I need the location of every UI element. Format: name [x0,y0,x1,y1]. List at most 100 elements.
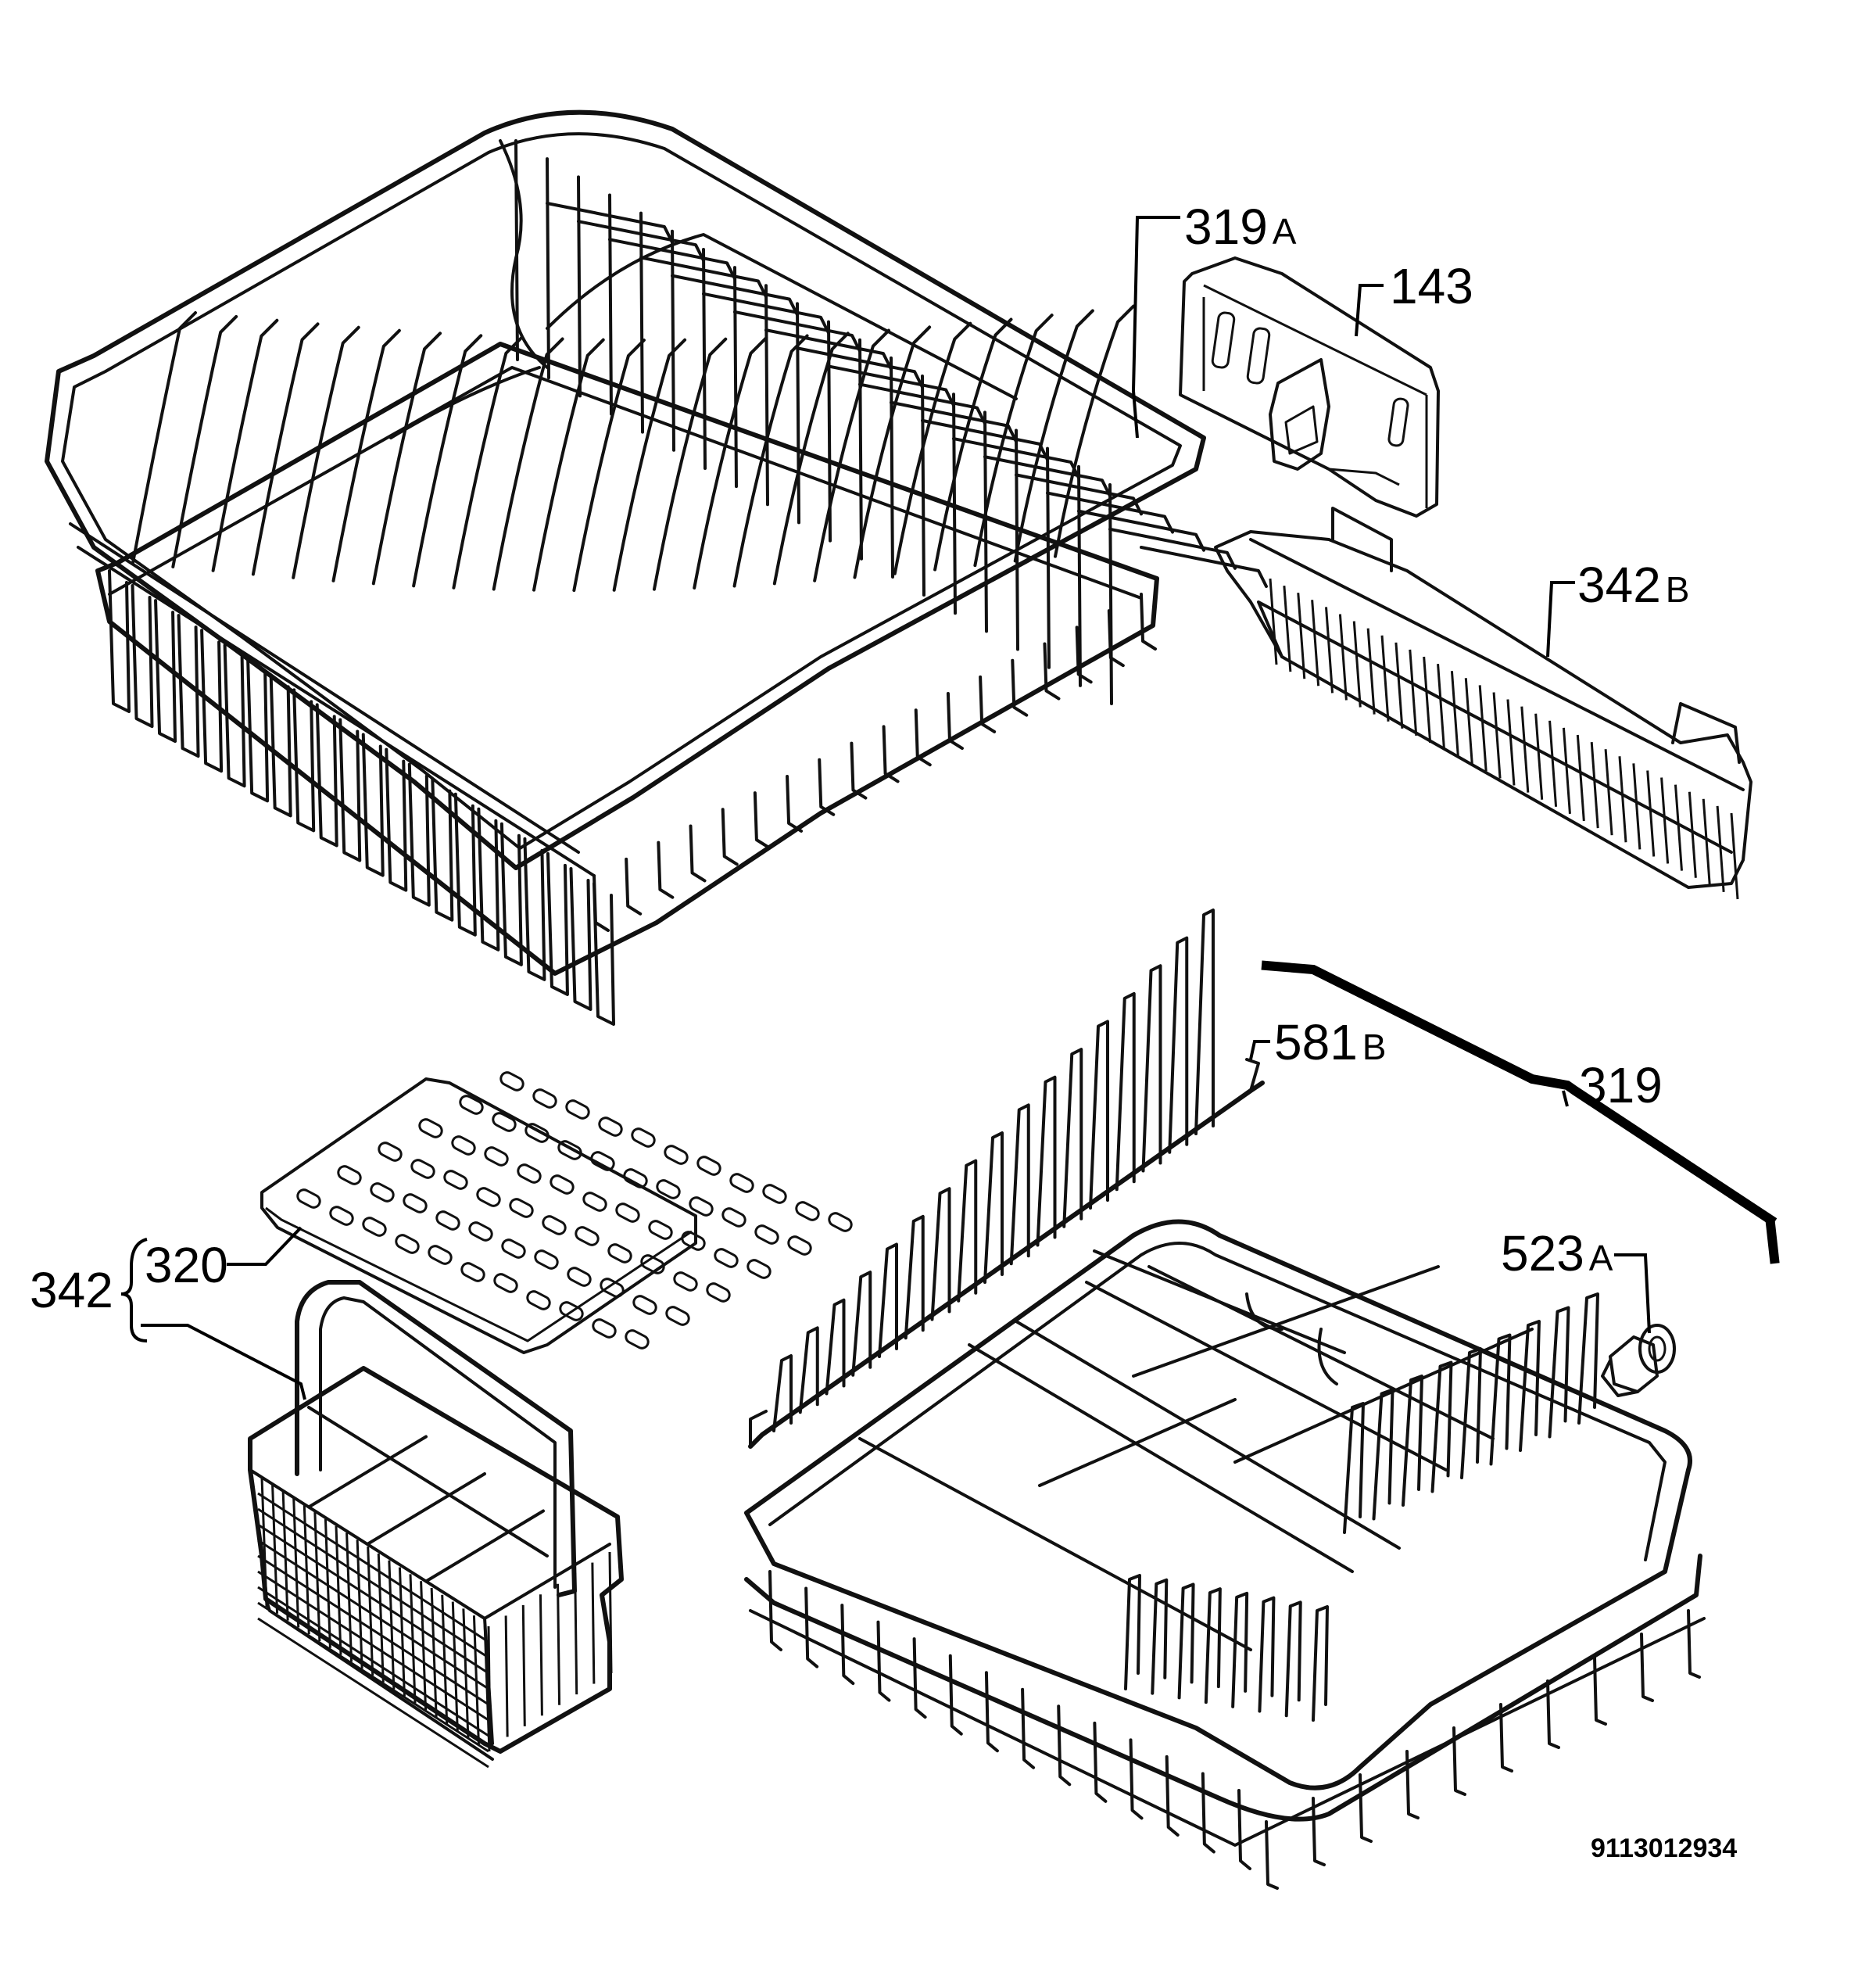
lid-slot [673,1271,698,1292]
plate-tine [251,322,320,576]
rack-tine [904,1214,925,1340]
plate-tine [492,337,564,591]
lid-slot [499,1071,524,1091]
basket-wire [1265,1820,1279,1890]
basket-wire [546,851,569,996]
plate-tine [1343,1402,1365,1534]
basket-wire [131,584,154,729]
lid-slot [532,1088,557,1109]
plate-tine [1519,1320,1541,1452]
basket-wire [593,882,615,1026]
basket-slat [1646,770,1656,857]
basket-wire [361,733,385,877]
basket-wire [983,410,988,633]
basket-slat [1269,578,1278,665]
basket-wire [1452,1726,1466,1796]
basket-wire [431,777,454,922]
basket-wire [984,1671,999,1753]
cup-shelf-tine [983,455,1112,498]
cup-shelf-tine [1140,546,1268,588]
lid-slot [600,1278,625,1298]
basket-wire [876,1620,891,1702]
lid-slot [428,1245,453,1265]
basket-wire [948,1654,963,1736]
basket-slat [1283,585,1292,672]
basket-wire [1015,428,1019,651]
basket-wire [818,758,836,816]
plate-tine [1177,1583,1195,1700]
basket-slat [1576,734,1585,822]
basket-mesh-line [303,1505,310,1635]
plate-tine [532,338,605,592]
lid-slot [787,1235,812,1256]
lid-slot [631,1127,656,1148]
rack-tine [825,1298,846,1396]
cup-shelf-tine [1046,491,1174,534]
lid-slot [714,1248,739,1268]
basket-slat [1618,756,1627,843]
lid-slot [721,1207,746,1228]
cup-shelf-tine [702,292,830,335]
basket-slat [1562,727,1571,815]
plate-tine [1548,1306,1570,1439]
lid-slot [459,1095,484,1115]
lid-slot [696,1156,721,1176]
upper-basket [45,109,1268,1026]
basket-mesh-line [345,1532,353,1662]
basket-wire [546,157,550,380]
lid-slot [648,1220,673,1240]
basket-wire [593,874,610,932]
cup-shelf-tine [733,310,861,353]
basket-slat [1325,607,1334,694]
basket-mesh-line [281,1491,289,1621]
lid-slot [468,1221,493,1242]
lid-slot [526,1290,551,1310]
lid-slot [542,1215,567,1235]
basket-wire [921,375,925,597]
plate-tine [933,317,1013,572]
basket-wire [1687,1609,1701,1679]
basket-slat [1366,628,1376,715]
basket-wire [702,247,707,470]
basket-wire [858,338,863,561]
basket-wire [385,747,408,892]
plate-tine [1204,1587,1222,1704]
lid-slot [443,1170,468,1190]
basket-wire [577,175,582,398]
rack-tine [957,1159,978,1303]
basket-slat [1604,749,1613,836]
cup-shelf-tine [639,256,768,299]
rack-tine [851,1271,872,1377]
plate-tine [412,334,483,588]
lid-slot [565,1099,590,1120]
lid-slot [592,1318,617,1339]
basket-mesh-line [271,1484,279,1614]
plate-tine [1124,1574,1141,1690]
label-143: 143 [1390,258,1473,314]
rack-tine [1194,909,1215,1135]
part-320-basket-lid [260,1071,853,1354]
lid-slot [337,1165,362,1185]
lid-slot [559,1301,584,1321]
basket-mesh-line [257,1554,489,1706]
basket-slat [1311,600,1320,686]
part-523a-roller [1601,1324,1676,1397]
cup-shelf-tine [858,382,986,425]
basket-slat [1437,663,1446,751]
basket-slat [1450,671,1459,758]
lid-slot [762,1184,787,1204]
rack-tine [1168,936,1189,1154]
basket-wire [979,675,997,733]
basket-wire [689,824,707,883]
basket-slat [1730,812,1739,900]
cup-shelf-tine [608,238,736,281]
lid-slot [598,1117,623,1137]
basket-slat [1520,706,1530,793]
label-319: 319 [1579,1057,1663,1113]
basket-wire [912,1637,927,1719]
part-342-cutlery-basket [248,1280,624,1769]
basket-mesh-line [324,1518,331,1648]
basket-wire [1201,1772,1215,1854]
lid-slot [632,1295,657,1315]
